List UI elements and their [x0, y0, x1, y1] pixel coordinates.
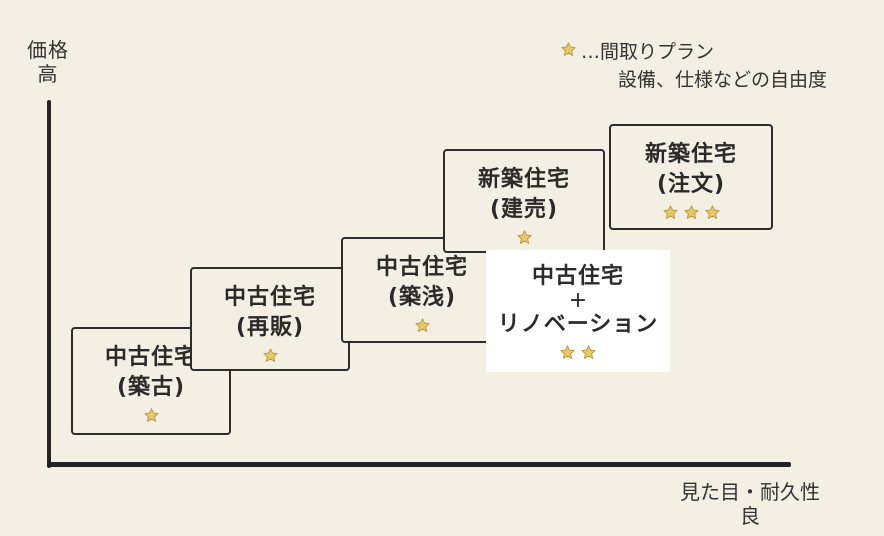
star-icon: [143, 408, 159, 422]
star-rating: [262, 347, 279, 364]
box-subtitle: (築古): [116, 375, 186, 400]
legend-line1: …間取りプラン: [581, 41, 715, 63]
reno-title: 中古住宅: [531, 264, 624, 289]
box-new-built: 新築住宅 (建売): [443, 149, 605, 253]
y-axis: [47, 100, 51, 468]
star-icon: [683, 205, 699, 219]
star-rating: [559, 344, 597, 361]
legend: …間取りプラン 設備、仕様などの自由度: [560, 38, 827, 94]
star-icon: [561, 42, 576, 56]
star-icon: [704, 205, 720, 219]
box-subtitle: (建売): [489, 197, 559, 222]
box-title: 中古住宅: [375, 255, 468, 280]
box-new-custom: 新築住宅 (注文): [609, 124, 773, 230]
star-rating: [143, 407, 160, 424]
box-title: 新築住宅: [477, 167, 570, 192]
star-icon: [581, 345, 596, 359]
box-title: 中古住宅: [223, 285, 316, 310]
y-axis-label: 価格 高: [27, 38, 69, 86]
box-used-new: 中古住宅 (築浅): [341, 237, 503, 343]
reno-plus: +: [568, 288, 588, 313]
reno-subtitle: リノベーション: [497, 312, 659, 337]
box-used-resale: 中古住宅 (再販): [190, 267, 350, 371]
star-rating: [662, 204, 721, 221]
star-icon: [414, 318, 430, 332]
star-icon: [516, 230, 532, 244]
star-icon: [662, 205, 678, 219]
star-icon: [560, 345, 575, 359]
box-subtitle: (注文): [656, 172, 726, 197]
star-rating: [516, 229, 533, 246]
box-title: 中古住宅: [104, 345, 197, 370]
box-renovation: 中古住宅 + リノベーション: [486, 250, 670, 372]
star-rating: [414, 317, 431, 334]
box-subtitle: (築浅): [387, 285, 457, 310]
x-axis: [47, 462, 791, 467]
x-axis-label: 見た目・耐久性 良: [680, 480, 820, 528]
legend-star-icon: [560, 38, 577, 66]
legend-line2: 設備、仕様などの自由度: [618, 69, 828, 91]
box-subtitle: (再販): [235, 315, 305, 340]
box-title: 新築住宅: [644, 142, 737, 167]
star-icon: [262, 348, 278, 362]
